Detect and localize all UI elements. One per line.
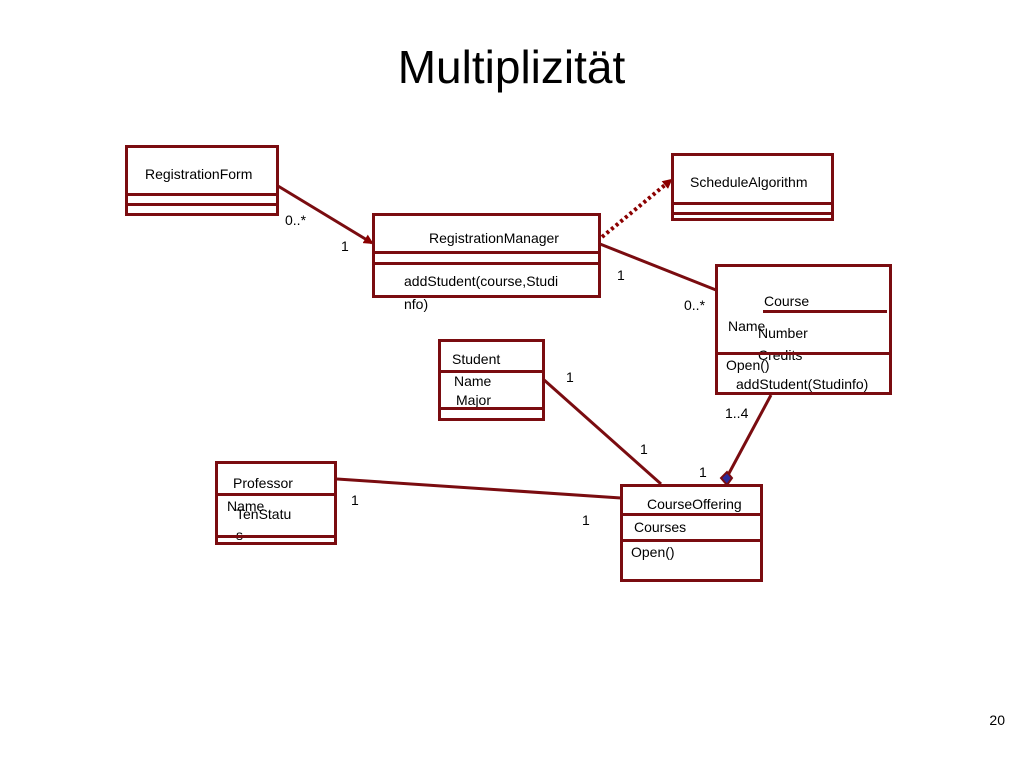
- operation: addStudent(Studinfo): [736, 376, 869, 392]
- manager-schedule-dependency: [600, 178, 673, 239]
- divider: [372, 262, 601, 265]
- divider: [125, 203, 279, 206]
- multiplicity-professor-side: 1: [351, 492, 359, 508]
- form-manager-association: [277, 184, 374, 245]
- divider: [671, 202, 834, 205]
- class-course[interactable]: Course Name Number Credits Open() addStu…: [715, 264, 892, 395]
- divider: [372, 251, 601, 254]
- class-course-offering[interactable]: CourseOffering Courses Open(): [620, 484, 763, 582]
- multiplicity-form-side: 0..*: [285, 212, 307, 228]
- class-name: CourseOffering: [647, 496, 742, 512]
- operation: addStudent(course,Studi: [404, 273, 559, 289]
- divider: [620, 539, 763, 542]
- attribute: Name: [227, 498, 265, 514]
- divider: [715, 352, 892, 355]
- operation: Open(): [631, 544, 675, 560]
- class-registration-form[interactable]: RegistrationForm: [125, 145, 279, 216]
- multiplicity-manager-from-form: 1: [341, 238, 349, 254]
- professor-offering-association: [336, 477, 622, 500]
- multiplicity-student-side: 1: [566, 369, 574, 385]
- multiplicity-course-to-offering: 1..4: [725, 405, 749, 421]
- operation: Open(): [726, 357, 770, 373]
- class-name: Student: [452, 351, 501, 367]
- divider: [620, 513, 763, 516]
- divider: [438, 370, 545, 373]
- multiplicity-course-from-manager: 0..*: [684, 297, 706, 313]
- manager-course-association: [599, 242, 717, 292]
- attribute: Courses: [634, 519, 687, 535]
- class-name: RegistrationForm: [145, 166, 253, 182]
- course-offering-aggregation: [725, 394, 773, 478]
- divider: [438, 407, 545, 410]
- divider: [215, 535, 337, 538]
- attribute: Name: [728, 318, 766, 334]
- divider: [125, 193, 279, 196]
- divider: [763, 310, 887, 313]
- class-registration-manager[interactable]: RegistrationManager addStudent(course,St…: [372, 213, 601, 312]
- multiplicity-offering-from-course: 1: [699, 464, 707, 480]
- divider: [215, 493, 337, 496]
- attribute: TenStatu: [236, 506, 292, 522]
- class-professor[interactable]: Professor Name TenStatu s: [215, 461, 337, 545]
- multiplicity-offering-from-student: 1: [640, 441, 648, 457]
- attribute: Credits: [758, 347, 803, 363]
- student-offering-association: [542, 377, 662, 486]
- multiplicity-offering-from-professor: 1: [582, 512, 590, 528]
- class-schedule-algorithm[interactable]: ScheduleAlgorithm: [671, 153, 834, 221]
- page-number: 20: [989, 712, 1005, 728]
- class-name: Course: [764, 293, 810, 309]
- attribute: Major: [456, 392, 492, 408]
- class-name: ScheduleAlgorithm: [690, 174, 808, 190]
- divider: [671, 212, 834, 215]
- class-student[interactable]: Student Name Major: [438, 339, 545, 421]
- operation: nfo): [404, 296, 429, 312]
- page-title: Multiplizität: [397, 41, 626, 93]
- multiplicity-manager-to-course: 1: [617, 267, 625, 283]
- attribute: Number: [758, 325, 808, 341]
- class-name: RegistrationManager: [429, 230, 559, 246]
- attribute: Name: [454, 373, 492, 389]
- class-name: Professor: [233, 475, 293, 491]
